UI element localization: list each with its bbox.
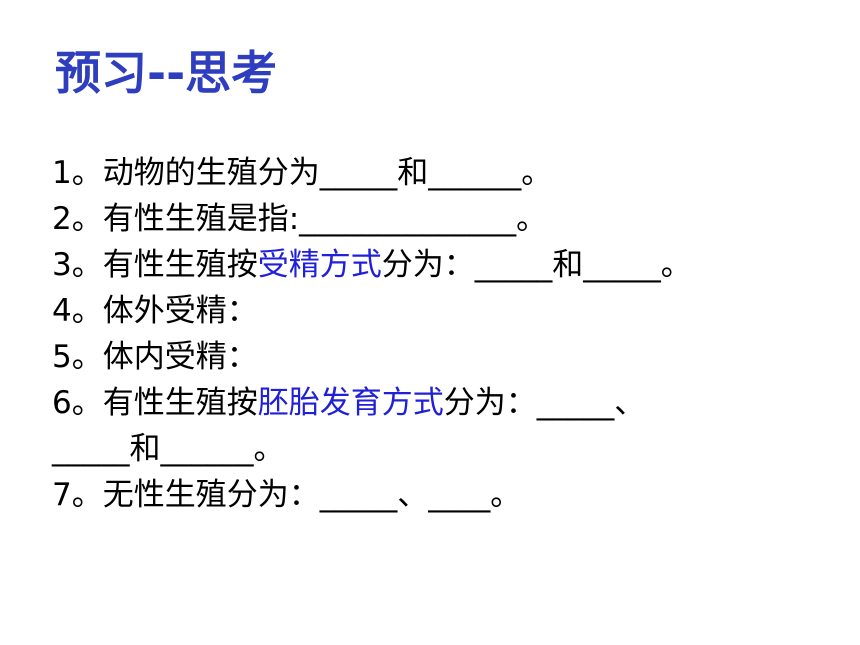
question-6-continued-text: _____和______。 <box>52 431 285 467</box>
question-4-text: 4。体外受精： <box>52 293 258 329</box>
question-3-highlight: 受精方式 <box>257 247 382 283</box>
question-7-text: 7。无性生殖分为：_____、____。 <box>52 477 522 513</box>
question-6-prefix: 6。有性生殖按 <box>52 385 258 421</box>
question-line-7: 7。无性生殖分为：_____、____。 <box>52 472 852 518</box>
question-6-highlight: 胚胎发育方式 <box>257 385 444 421</box>
question-3-suffix: 分为：_____和_____。 <box>381 247 692 283</box>
question-3-prefix: 3。有性生殖按 <box>52 247 258 283</box>
question-line-6-continued: _____和______。 <box>52 426 852 472</box>
question-2-text: 2。有性生殖是指:______________。 <box>52 201 548 237</box>
question-line-6: 6。有性生殖按胚胎发育方式分为：_____、 <box>52 380 852 426</box>
question-5-text: 5。体内受精： <box>52 339 258 375</box>
question-1-text: 1。动物的生殖分为_____和______。 <box>52 155 553 191</box>
question-6-suffix: 分为：_____、 <box>443 385 646 421</box>
question-line-3: 3。有性生殖按受精方式分为：_____和_____。 <box>52 242 852 288</box>
question-line-1: 1。动物的生殖分为_____和______。 <box>52 150 852 196</box>
question-line-4: 4。体外受精： <box>52 288 852 334</box>
question-line-2: 2。有性生殖是指:______________。 <box>52 196 852 242</box>
page-title: 预习--思考 <box>55 46 278 100</box>
question-list: 1。动物的生殖分为_____和______。 2。有性生殖是指:________… <box>52 150 852 518</box>
question-line-5: 5。体内受精： <box>52 334 852 380</box>
